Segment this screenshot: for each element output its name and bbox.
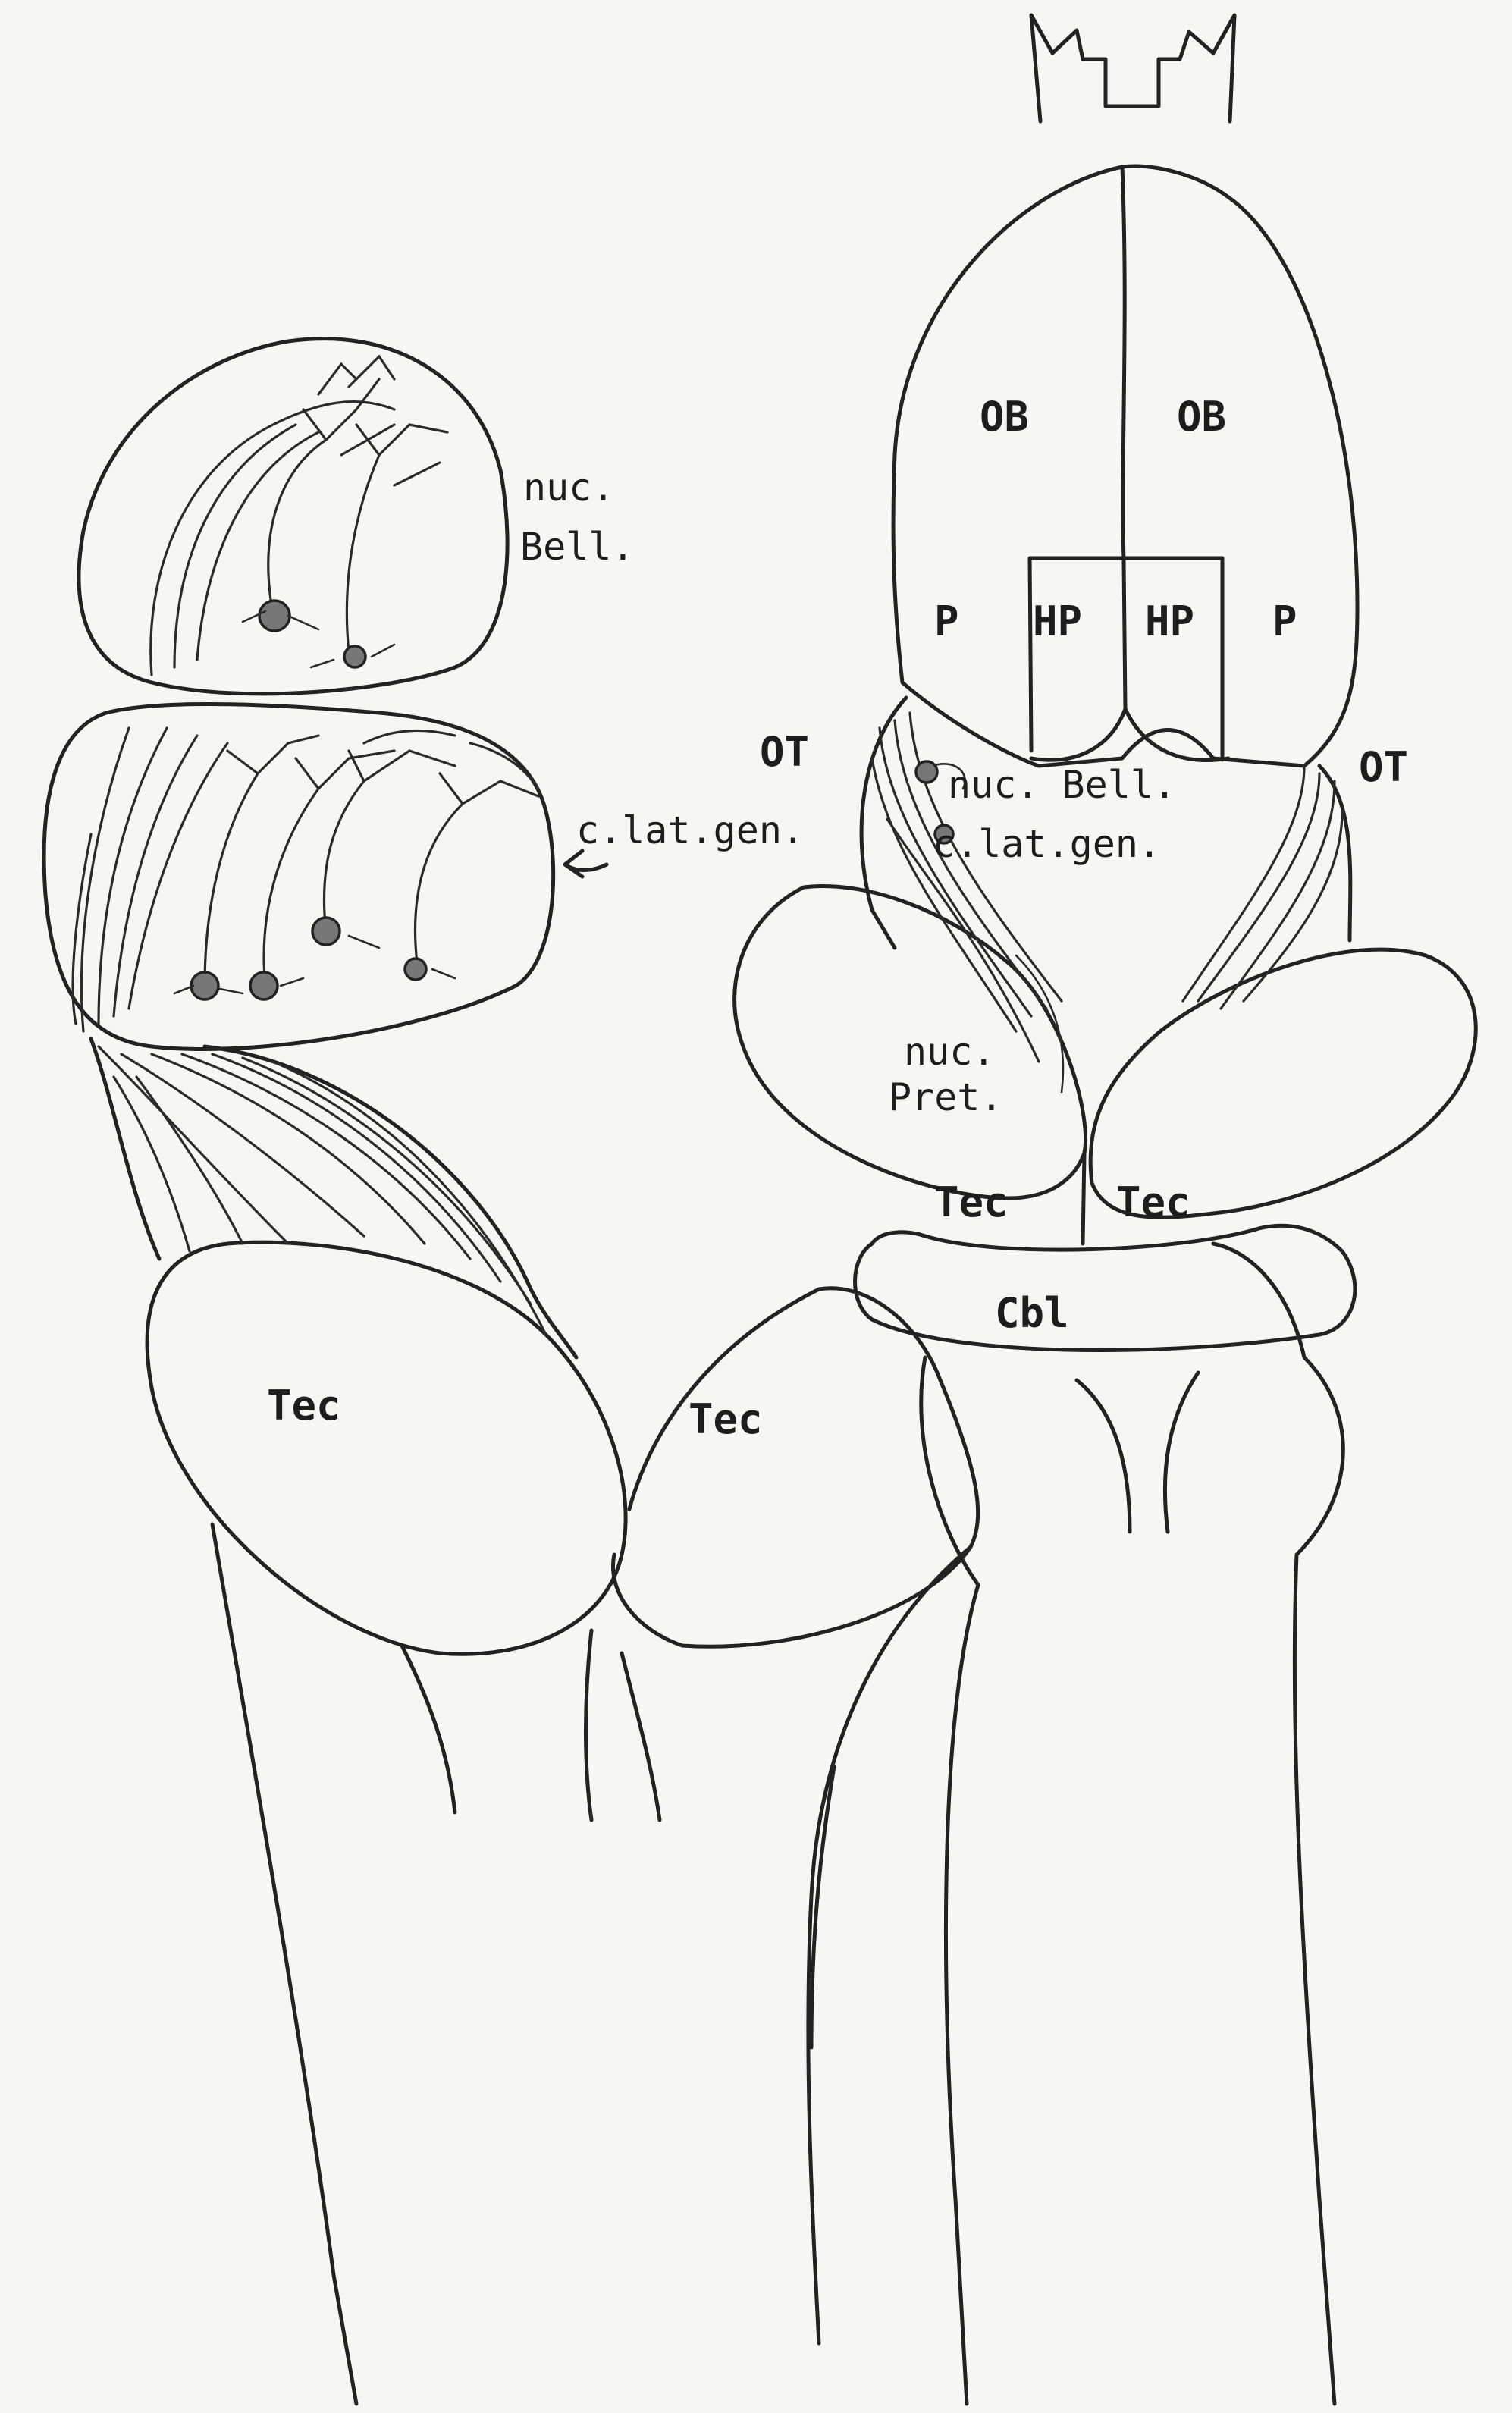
label-c-lat-gen-left: c.lat.gen.: [576, 808, 805, 852]
label-nuc-bell-right: nuc. Bell.: [948, 763, 1176, 807]
label-cbl: Cbl: [995, 1289, 1069, 1337]
tract-fibers: [99, 1046, 546, 1335]
label-hp-left: HP: [1033, 598, 1082, 645]
label-ob-left: OB: [980, 393, 1029, 441]
labels: OB OB P HP HP P OT OT nuc. Bell. c.lat.g…: [267, 393, 1408, 1443]
label-ob-right: OB: [1177, 393, 1226, 441]
label-nuc-pret-2: Pret.: [889, 1075, 1003, 1119]
dorsal-brain-outline: [735, 15, 1476, 2404]
label-tec-lower-left: Tec: [267, 1382, 341, 1429]
label-hp-right: HP: [1145, 598, 1194, 645]
label-ot-right: OT: [1359, 743, 1408, 791]
label-tec-upper-left: Tec: [934, 1178, 1009, 1226]
label-ot-left: OT: [760, 728, 809, 776]
label-c-lat-gen-right: c.lat.gen.: [933, 822, 1161, 866]
label-nuc-bell-left-1: nuc.: [523, 466, 614, 510]
enlarged-section: [44, 339, 978, 2404]
label-tec-lower-right: Tec: [689, 1395, 763, 1443]
label-tec-upper-right: Tec: [1116, 1178, 1190, 1226]
label-p-right: P: [1272, 598, 1297, 645]
label-nuc-pret-1: nuc.: [904, 1030, 995, 1074]
nuc-bell-neurons: [151, 356, 447, 675]
lat-gen-neurons: [73, 728, 538, 1031]
label-nuc-bell-left-2: Bell.: [520, 525, 635, 569]
label-p-left: P: [934, 598, 959, 645]
